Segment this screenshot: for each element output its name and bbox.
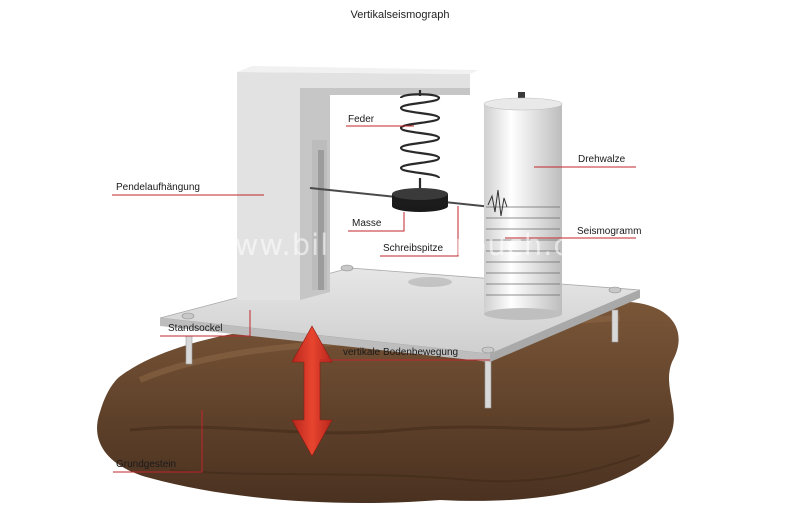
mass (392, 188, 448, 212)
label-grundgestein: Grundgestein (116, 459, 177, 470)
leader-schreibspitze (380, 206, 459, 257)
base-legs (185, 309, 619, 409)
leader-grundgestein (113, 410, 203, 473)
drum (483, 92, 563, 320)
diagram-title: Vertikalseismograph (350, 9, 450, 21)
leader-masse (348, 212, 405, 232)
leader-lines (112, 125, 636, 473)
label-standsockel: Standsockel (168, 323, 223, 334)
seismogram-traces (486, 189, 560, 296)
label-seismogramm: Seismogramm (577, 226, 642, 237)
label-schreibspitze: Schreibspitze (383, 243, 444, 254)
label-feder: Feder (348, 114, 375, 125)
label-pendelaufhaengung: Pendelaufhängung (116, 182, 200, 193)
spring (399, 90, 441, 190)
label-drehwalze: Drehwalze (578, 154, 626, 165)
watermark: www.bildwoerterbuch.com (210, 228, 619, 262)
label-masse: Masse (352, 218, 382, 229)
label-bodenbewegung: vertikale Bodenbewegung (343, 347, 459, 358)
frame (237, 66, 478, 300)
leader-standsockel (160, 310, 251, 337)
ground-motion-arrow (291, 325, 333, 457)
